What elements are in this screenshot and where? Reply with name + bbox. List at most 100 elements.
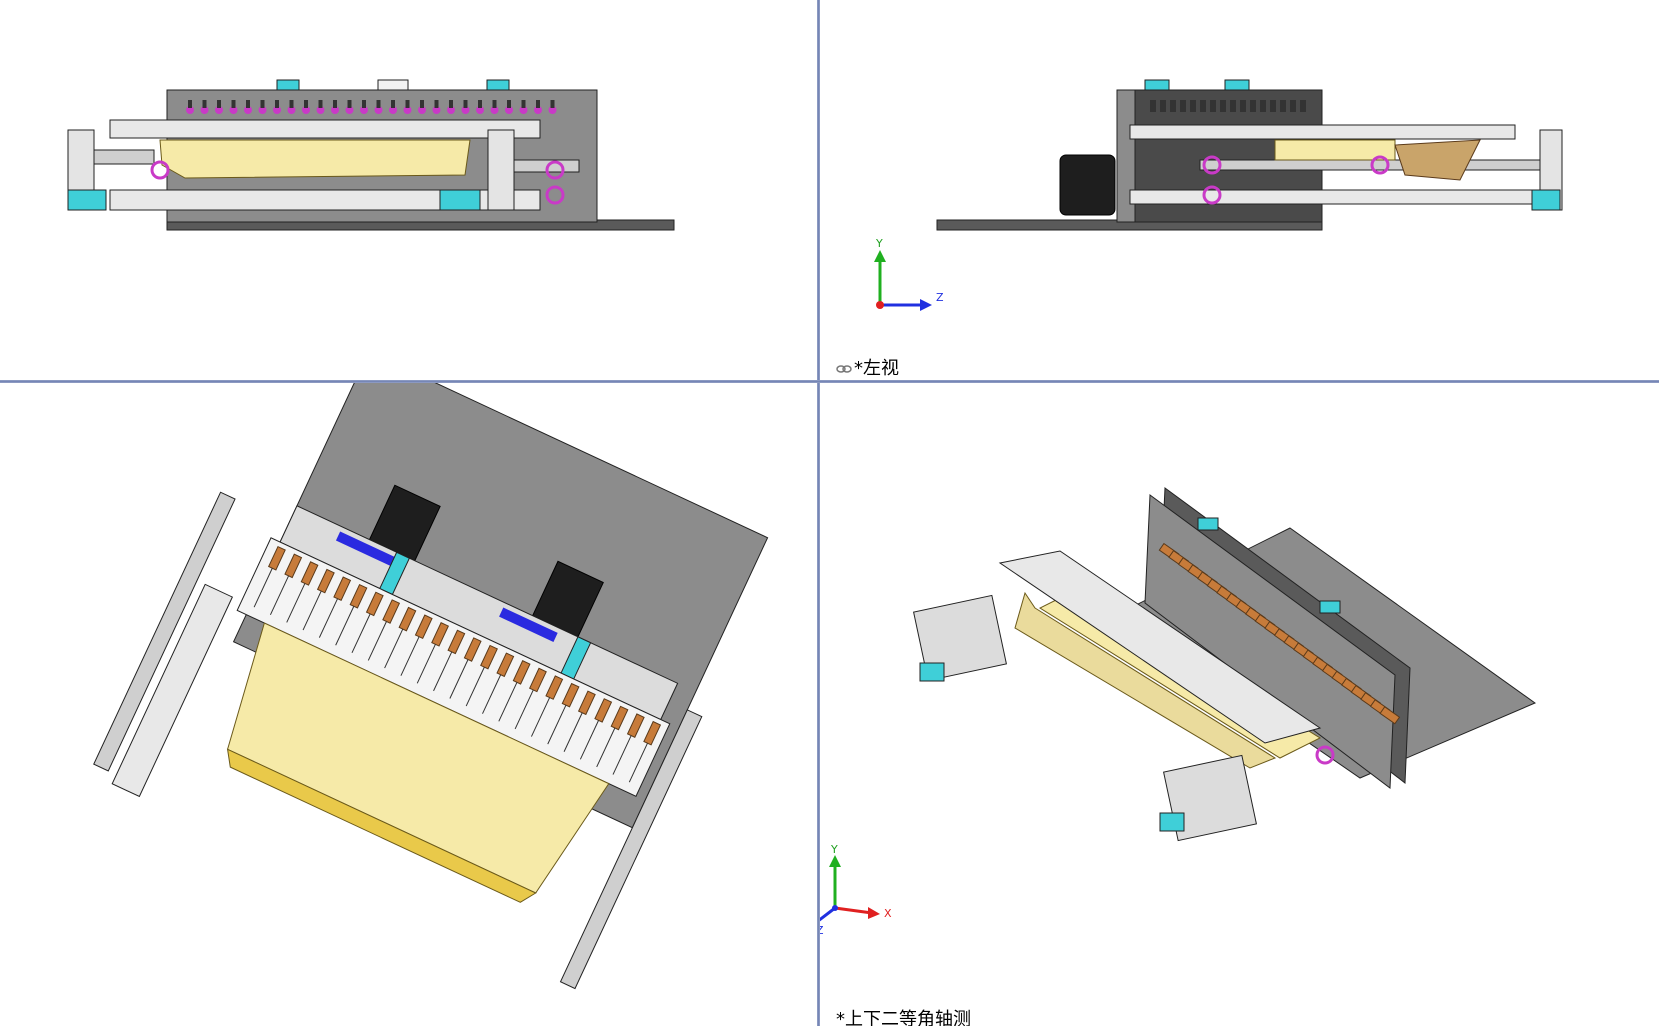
pin-body [1180, 100, 1186, 112]
pin-wire [335, 606, 355, 646]
pin-wire [269, 575, 290, 616]
rod-left [93, 149, 155, 165]
pin-body [231, 100, 236, 108]
cyan-block-1 [919, 662, 945, 682]
viewport-label-left-view[interactable]: *左视 [836, 354, 899, 380]
pin-body [1280, 100, 1286, 112]
front-frame [111, 583, 234, 798]
top-clamp-left [276, 79, 300, 91]
pin-wire [465, 666, 485, 707]
top-clamp-1 [1144, 79, 1170, 91]
pin-body [289, 100, 294, 108]
pin-wire [433, 651, 453, 692]
copper-pin [284, 553, 303, 579]
upper-rail [1129, 124, 1516, 140]
pin-body [260, 100, 265, 108]
copper-pin [480, 644, 498, 670]
copper-pins [253, 545, 662, 783]
magenta-ring-1 [1202, 155, 1222, 175]
pin-wire [547, 704, 567, 745]
cyan-block-2 [1159, 812, 1185, 832]
side-module-left [913, 594, 1007, 682]
vertical-plate [1116, 89, 1136, 223]
pin-wire [482, 674, 502, 714]
copper-pin [643, 720, 662, 746]
pin-body [1190, 100, 1196, 112]
pin-body [1230, 100, 1236, 112]
pin-body [478, 100, 482, 108]
pin-row [1150, 100, 1306, 112]
viewport-divider-horizontal[interactable] [0, 380, 1659, 383]
magenta-ring-1 [150, 160, 170, 180]
pin-body [1150, 100, 1156, 112]
pin-wire [400, 636, 420, 676]
pin-wire [302, 590, 322, 631]
front-frame [998, 550, 1322, 744]
pin-body [1270, 100, 1276, 112]
copper-pin [626, 713, 645, 738]
pin-body [1290, 100, 1296, 112]
viewport-top-view[interactable] [0, 383, 817, 1026]
copper-pins [1158, 542, 1401, 725]
pin-body [1200, 100, 1206, 112]
top-sensor [377, 79, 409, 91]
viewport-label-isometric[interactable]: *上下二等角轴测 [836, 1005, 971, 1026]
pin-wire [530, 697, 551, 737]
pin-body [246, 100, 250, 108]
pin-body [507, 100, 511, 108]
axis-label-x: X [884, 907, 892, 920]
pin-wire [449, 659, 469, 699]
copper-pin [300, 561, 319, 586]
cyan-block-right [439, 189, 481, 211]
pin-body [188, 100, 192, 108]
axis-triad [874, 250, 932, 311]
pin-body [1300, 100, 1306, 112]
pin-body [1210, 100, 1216, 112]
link-icon [836, 365, 852, 373]
viewport-left-view[interactable]: Y Z *左视 [820, 0, 1659, 380]
copper-pin [545, 675, 564, 700]
cyan-clamp-mid [1319, 600, 1341, 614]
pin-wire [628, 742, 648, 783]
copper-pin [529, 667, 547, 693]
viewport-front[interactable] [0, 0, 817, 380]
pin-body [536, 100, 540, 108]
magenta-ring-2 [1202, 185, 1222, 205]
viewport-divider-vertical[interactable] [817, 0, 820, 1026]
copper-pin [561, 682, 580, 708]
pin-body [1240, 100, 1246, 112]
rail-right [559, 709, 703, 990]
axis-label-y: Y [830, 843, 838, 856]
pin-body [521, 100, 526, 108]
motor [1059, 154, 1116, 216]
pin-body [1250, 100, 1256, 112]
pin-body [304, 100, 308, 108]
magenta-ring [1315, 745, 1335, 765]
pin-wire [367, 621, 387, 661]
axis-triad [820, 855, 880, 922]
rail-left [93, 491, 236, 772]
pin-wire [612, 735, 632, 775]
axis-label-z: Z [936, 291, 944, 304]
cyan-block-left [67, 189, 107, 211]
magenta-ring-3 [1370, 155, 1390, 175]
tray-edge [226, 748, 537, 903]
pin-body [333, 100, 337, 108]
pin-wire [384, 628, 404, 669]
pin-body [391, 100, 395, 108]
pin-body [434, 100, 439, 108]
cyan-clamp-top [1197, 517, 1219, 531]
isometric-drawing[interactable]: Y X Z [820, 383, 1659, 1026]
top-view-drawing[interactable] [0, 383, 817, 1026]
pin-body [550, 100, 555, 108]
copper-pin [316, 568, 335, 594]
tray [159, 139, 471, 179]
pin-body [463, 100, 468, 108]
left-view-drawing[interactable]: Y Z [820, 0, 1659, 380]
front-view-drawing[interactable] [0, 0, 817, 380]
pin-body [275, 100, 279, 108]
pin-body [420, 100, 424, 108]
viewport-isometric[interactable]: Y X Z *上下二等角轴测 [820, 383, 1659, 1026]
lower-rail [109, 189, 541, 211]
side-module-right [1163, 754, 1257, 842]
